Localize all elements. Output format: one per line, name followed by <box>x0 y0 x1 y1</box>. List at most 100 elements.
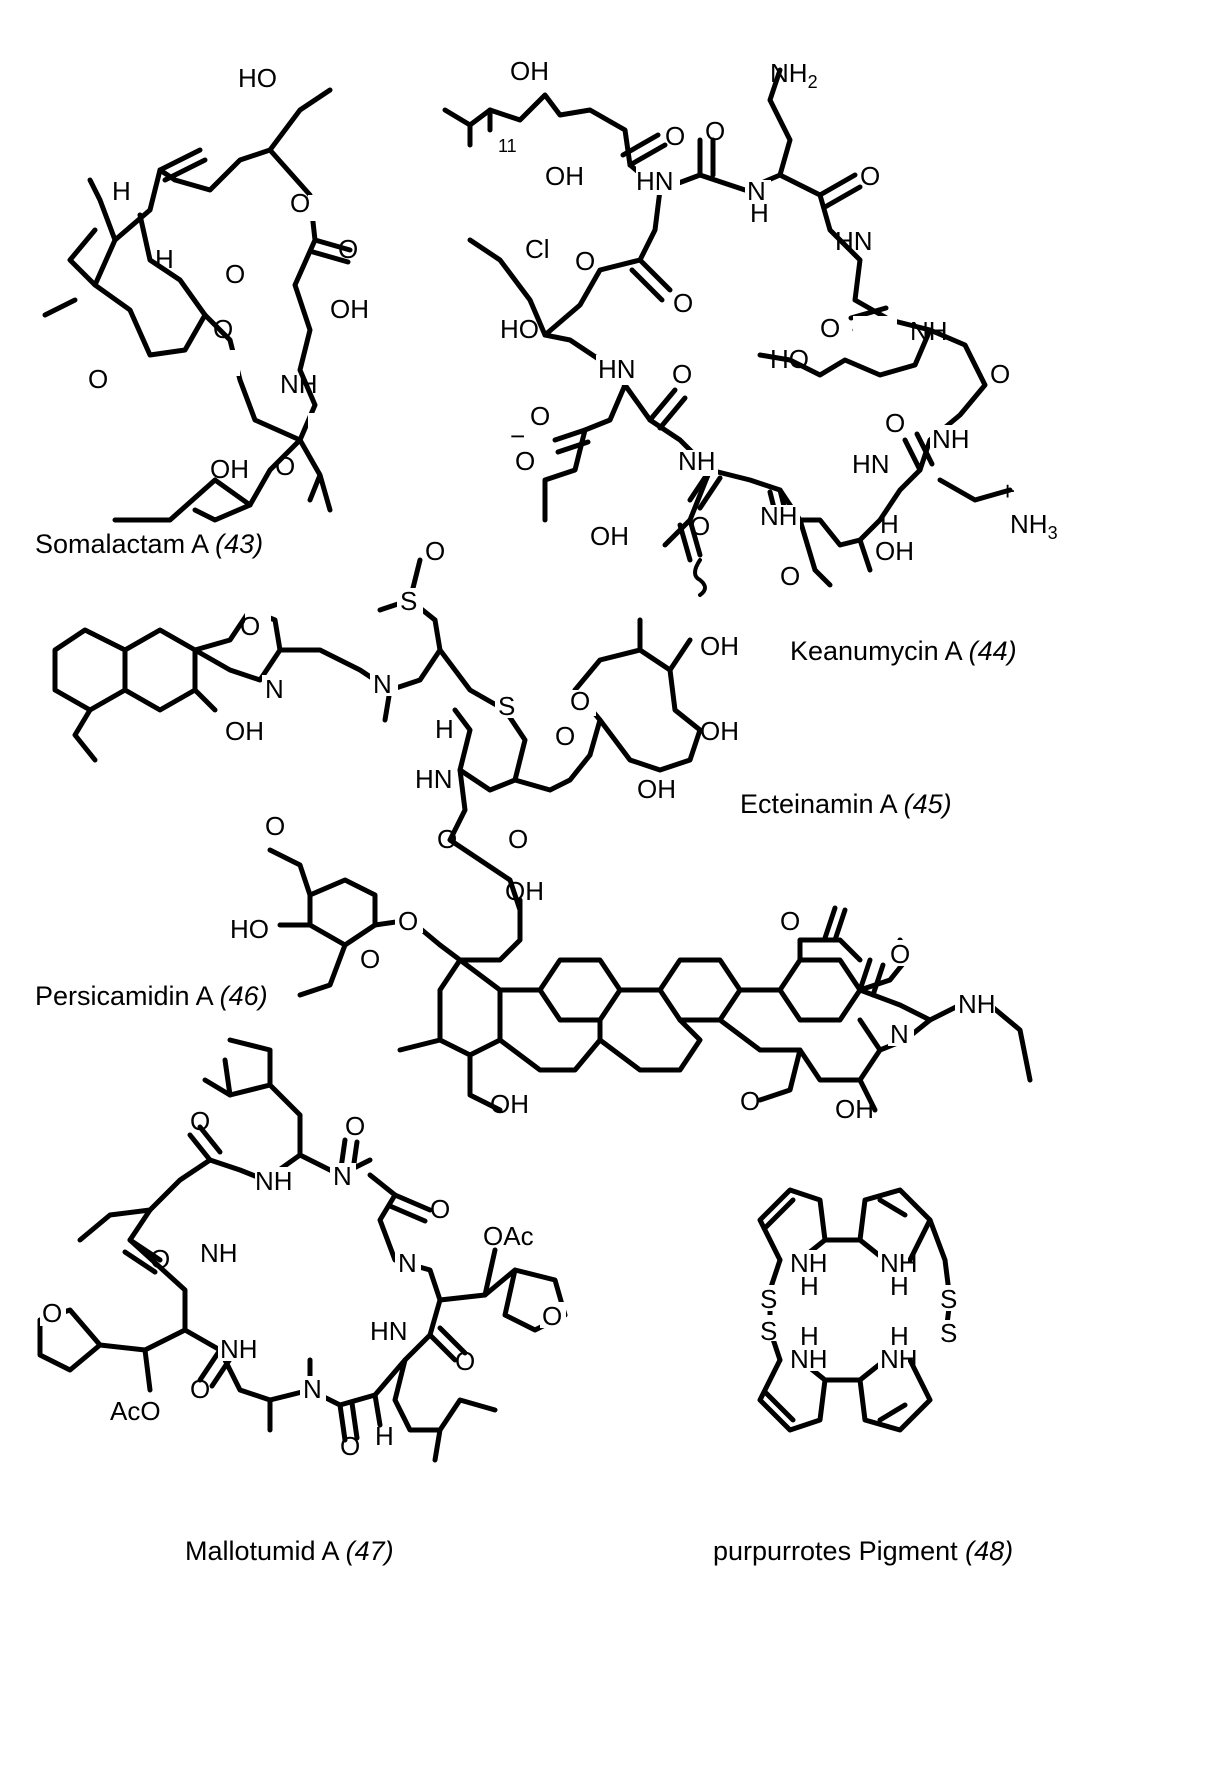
label-oh: OH <box>505 876 544 906</box>
label-o: O <box>398 906 418 936</box>
caption-46: Persicamidin A (46) <box>35 981 268 1011</box>
label-s: S <box>760 1284 777 1314</box>
label-nh2: NH2 <box>770 58 818 92</box>
label-ho: HO <box>238 63 277 93</box>
label-nh: NH <box>910 316 948 346</box>
caption-43: Somalactam A (43) <box>35 529 263 559</box>
label-o: O <box>705 116 725 146</box>
label-o: O <box>345 1111 365 1141</box>
label-o: O <box>425 536 445 566</box>
label-o: O <box>150 1244 170 1274</box>
label-n: N <box>890 1019 909 1049</box>
label-o: O <box>740 1086 760 1116</box>
label-o: O <box>673 288 693 318</box>
label-oh: OH <box>510 56 549 86</box>
label-o: O <box>860 161 880 191</box>
label-oh: OH <box>835 1094 874 1124</box>
structure-persicamidin-a: O HO O O OH O O NH N O OH OH Persicamidi… <box>35 811 1033 1124</box>
label-h: H <box>435 714 454 744</box>
label-h: H <box>155 244 174 274</box>
label-o: O <box>575 246 595 276</box>
label-nh: NH <box>760 501 798 531</box>
label-o: O <box>437 824 457 854</box>
label-oh: OH <box>637 774 676 804</box>
label-hn: HN <box>415 764 453 794</box>
label-o: O <box>340 1431 360 1461</box>
label-o: O <box>780 561 800 591</box>
label-o: O <box>890 939 910 969</box>
label-hn: HN <box>835 226 873 256</box>
label-hn: HN <box>598 354 636 384</box>
label-o: O <box>570 686 590 716</box>
label-h: H <box>750 198 769 228</box>
label-oh: OH <box>590 521 629 551</box>
label-oh: OH <box>330 294 369 324</box>
label-oh: OH <box>700 716 739 746</box>
label-hn: HN <box>370 1316 408 1346</box>
label-h: H <box>880 509 899 539</box>
label-o: O <box>240 611 260 641</box>
label-aco: AcO <box>110 1396 161 1426</box>
label-h: H <box>890 1321 909 1351</box>
structure-purpurrotes-pigment: NH H NH H H NH H NH S S S S purpurrotes … <box>713 1187 1013 1566</box>
label-nh3: NH3 <box>1010 509 1058 543</box>
caption-48: purpurrotes Pigment (48) <box>713 1536 1013 1566</box>
label-o: O <box>530 401 550 431</box>
label-o: O <box>665 121 685 151</box>
label-o: O <box>820 313 840 343</box>
label-s: S <box>498 691 515 721</box>
label-nh: NH <box>932 424 970 454</box>
label-oh: OH <box>490 1089 529 1119</box>
label-minus: − <box>510 421 525 451</box>
label-h: H <box>890 1271 909 1301</box>
label-cl: Cl <box>525 234 550 264</box>
label-o: O <box>275 451 295 481</box>
label-o: O <box>455 1346 475 1376</box>
label-oh: OH <box>700 631 739 661</box>
label-o: O <box>190 1374 210 1404</box>
label-h: H <box>800 1271 819 1301</box>
label-o: O <box>508 824 528 854</box>
structure-mallotumid-a: O O NH N O OAc NH N O O O NH HN O N AcO … <box>37 1037 568 1566</box>
label-nh: NH <box>200 1238 238 1268</box>
label-h: H <box>375 1421 394 1451</box>
label-nh: NH <box>958 989 996 1019</box>
structure-somalactam-a: HO O O O OH O O NH OH O H H Somalactam A… <box>35 63 369 559</box>
label-oh: OH <box>545 161 584 191</box>
label-ho: HO <box>500 314 539 344</box>
label-o: O <box>360 944 380 974</box>
label-oh: OH <box>875 536 914 566</box>
label-oh: OH <box>225 716 264 746</box>
caption-45: Ecteinamin A (45) <box>740 789 952 819</box>
label-o: O <box>690 511 710 541</box>
label-o: O <box>225 259 245 289</box>
label-nh: NH <box>678 446 716 476</box>
label-n: N <box>303 1374 322 1404</box>
label-h: H <box>112 176 131 206</box>
label-o: O <box>338 234 358 264</box>
label-o-minus: O <box>515 446 535 476</box>
label-o: O <box>190 1106 210 1136</box>
label-nh: NH <box>220 1334 258 1364</box>
label-o: O <box>213 314 233 344</box>
label-hn: HN <box>636 166 674 196</box>
label-n: N <box>265 674 284 704</box>
label-s: S <box>760 1316 777 1346</box>
label-oac: OAc <box>483 1221 534 1251</box>
label-o: O <box>780 906 800 936</box>
label-n: N <box>398 1248 417 1278</box>
label-o: O <box>672 359 692 389</box>
label-s: S <box>940 1284 957 1314</box>
caption-47: Mallotumid A (47) <box>185 1536 394 1566</box>
label-o: O <box>88 364 108 394</box>
label-hn: HN <box>852 449 890 479</box>
label-ho: HO <box>230 914 269 944</box>
caption-44: Keanumycin A (44) <box>790 636 1017 666</box>
label-o: O <box>885 408 905 438</box>
label-nh: NH <box>280 369 318 399</box>
label-o: O <box>265 811 285 841</box>
label-11: 11 <box>498 136 517 156</box>
label-s: S <box>400 586 417 616</box>
label-nh: NH <box>880 1344 918 1374</box>
label-s: S <box>940 1318 957 1348</box>
